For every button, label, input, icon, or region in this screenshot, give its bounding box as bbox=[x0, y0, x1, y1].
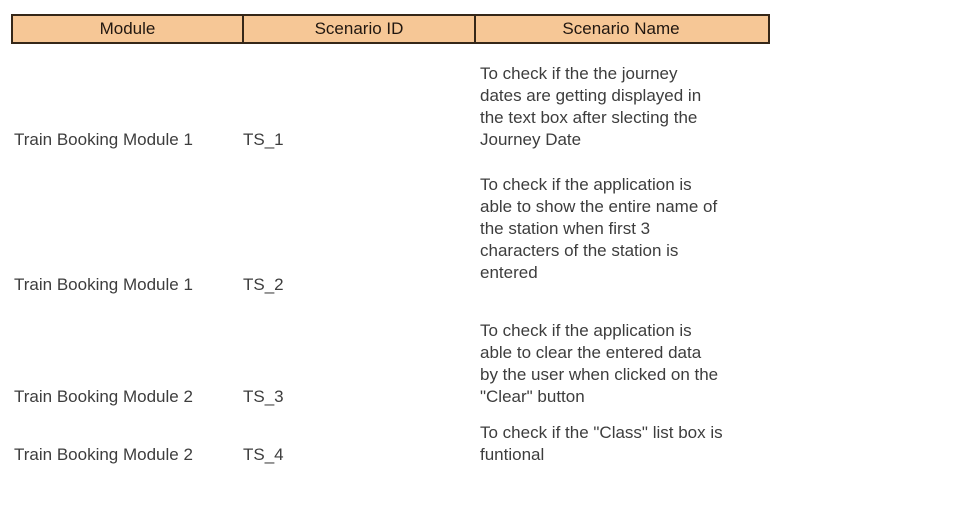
cell-scenario-name[interactable]: To check if the the journey dates are ge… bbox=[480, 64, 702, 149]
table-row: Train Booking Module 1 TS_2 To check if … bbox=[11, 157, 770, 302]
cell-scenario-name[interactable]: To check if the application is able to c… bbox=[480, 321, 719, 406]
cell-module[interactable]: Train Booking Module 1 bbox=[14, 130, 193, 149]
test-scenario-table: Module Scenario ID Scenario Name Train B… bbox=[11, 14, 770, 472]
cell-scenario-name[interactable]: To check if the application is able to s… bbox=[480, 175, 718, 282]
column-header-module[interactable]: Module bbox=[99, 19, 156, 38]
cell-module[interactable]: Train Booking Module 2 bbox=[14, 445, 193, 464]
cell-module[interactable]: Train Booking Module 2 bbox=[14, 387, 193, 406]
cell-scenario-id[interactable]: TS_2 bbox=[243, 275, 284, 294]
cell-scenario-id[interactable]: TS_3 bbox=[243, 387, 284, 406]
table-row: Train Booking Module 2 TS_3 To check if … bbox=[11, 302, 770, 414]
cell-scenario-name[interactable]: To check if the "Class" list box is funt… bbox=[480, 423, 723, 464]
cell-scenario-id[interactable]: TS_4 bbox=[243, 445, 284, 464]
column-header-scenario-id[interactable]: Scenario ID bbox=[242, 16, 474, 42]
cell-scenario-id[interactable]: TS_1 bbox=[243, 130, 284, 149]
cell-module[interactable]: Train Booking Module 1 bbox=[14, 275, 193, 294]
table-row: Train Booking Module 1 TS_1 To check if … bbox=[11, 44, 770, 157]
column-header-scenario-name[interactable]: Scenario Name bbox=[474, 16, 766, 42]
table-header-row: Module Scenario ID Scenario Name bbox=[11, 14, 770, 44]
table-row: Train Booking Module 2 TS_4 To check if … bbox=[11, 414, 770, 472]
